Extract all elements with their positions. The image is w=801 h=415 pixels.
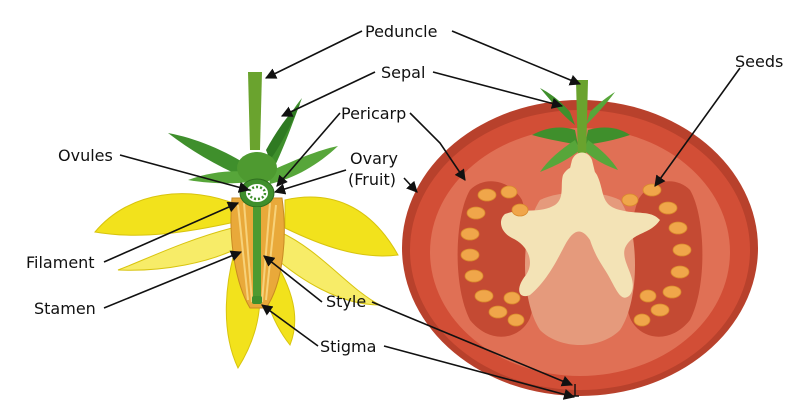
label-ovary-line2: (Fruit) [348, 170, 396, 189]
leader-stigma-flower [261, 304, 319, 347]
flower-sepal-left [168, 133, 252, 178]
tomato-sepal-left [532, 127, 578, 145]
flower-sepal-left2 [188, 171, 252, 184]
flower-sepal-right3 [266, 104, 300, 160]
leader-stamen [103, 250, 243, 309]
flower-peduncle [248, 72, 262, 150]
flower-stigma [252, 296, 262, 304]
tomato-cross-section [402, 80, 758, 397]
tomato-sepal-left2 [540, 140, 580, 172]
label-stigma: Stigma [320, 337, 376, 356]
leader-stigma-tomato [383, 345, 576, 400]
leader-ovules [119, 154, 251, 193]
label-sepal: Sepal [381, 63, 425, 82]
leader-style-flower [263, 255, 323, 303]
tomato-stem-core [566, 152, 598, 185]
label-seeds: Seeds [735, 52, 783, 71]
flower-sepal-right2 [268, 146, 338, 184]
tomato-seeds-left [460, 185, 529, 327]
leader-sepal-flower [280, 71, 376, 117]
leader-style-tomato [371, 301, 574, 387]
tomato-sepal-right [585, 127, 630, 145]
leader-peduncle-tomato [451, 30, 582, 86]
tomato-seeds-right [621, 183, 692, 327]
flower-style [253, 207, 261, 302]
label-ovules: Ovules [58, 146, 113, 165]
leader-pericarp-flower [276, 112, 341, 187]
leader-ovary-flower [273, 169, 347, 195]
leader-filament [103, 201, 240, 263]
tomato-sepal-top2 [586, 92, 615, 125]
flower-stamen-lines [237, 202, 277, 303]
tomato-placenta [500, 165, 660, 298]
leader-pericarp-tomato [409, 112, 466, 181]
flower-receptacle [237, 152, 277, 184]
petal-left-lower [117, 227, 239, 271]
tomato-stem [576, 80, 588, 160]
label-ovary-line1: Ovary [350, 149, 398, 168]
label-pericarp: Pericarp [341, 104, 406, 123]
label-stamen: Stamen [34, 299, 96, 318]
leader-ovary-tomato [403, 177, 418, 193]
leader-seeds [654, 67, 741, 187]
petal-left [94, 193, 239, 236]
petal-right [284, 196, 399, 257]
leader-lines [103, 30, 741, 400]
label-filament: Filament [26, 253, 95, 272]
tomato-sepal-right2 [584, 140, 618, 170]
label-peduncle: Peduncle [365, 22, 437, 41]
flower-ovules-dots [247, 185, 267, 201]
leader-peduncle-flower [264, 30, 363, 79]
label-style: Style [326, 292, 366, 311]
labels: Peduncle Sepal Pericarp Seeds Ovules Ova… [26, 22, 783, 356]
leader-sepal-tomato [432, 71, 564, 109]
